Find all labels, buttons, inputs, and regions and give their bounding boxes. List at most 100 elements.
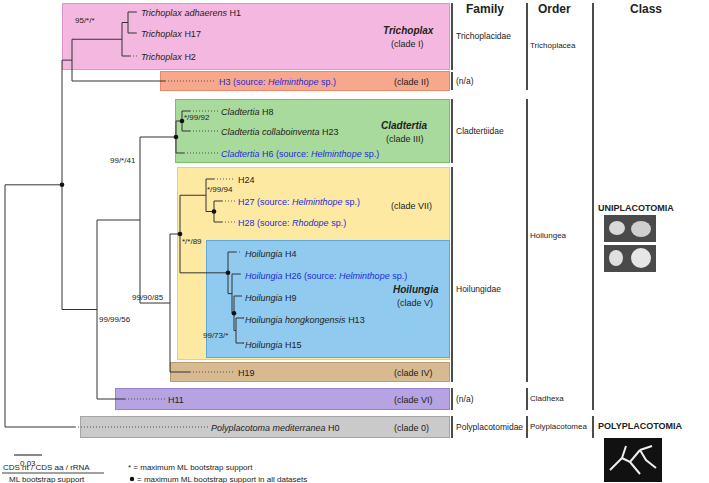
taxon-label: Hoilungia hongkongensis H13 (245, 315, 365, 325)
tree-branch (176, 121, 182, 122)
rank-bar (451, 99, 453, 163)
class-name: UNIPLACOTOMIA (598, 203, 674, 213)
rank-bar (526, 416, 528, 438)
taxon-label: H19 (238, 368, 255, 378)
tree-branch (140, 137, 176, 138)
tree-branch (214, 222, 222, 223)
legend-dot (130, 477, 134, 481)
bootstrap-value: 95/*/* (75, 16, 95, 25)
family-name: Hoilungidae (456, 284, 501, 294)
fraction-line (2, 473, 104, 474)
tree-branch (236, 343, 244, 344)
class-name: POLYPLACOTOMIA (598, 421, 682, 431)
order-name: Cladhexa (530, 394, 564, 404)
leaf-guide (136, 33, 138, 34)
key-text: ML bootstrap support (9, 475, 84, 483)
tree-branch (234, 296, 242, 297)
tree-branch (232, 274, 233, 313)
clade-label: (clade I) (391, 39, 424, 49)
taxon-label: H24 (238, 175, 255, 185)
clade-band: H19(clade IV) (170, 362, 450, 382)
bootstrap-value: */*/89 (182, 237, 202, 246)
leaf-guide (222, 222, 235, 223)
tree-branch (72, 39, 73, 81)
tree-branch (62, 309, 97, 310)
genus-label: Trichoplax (383, 25, 433, 36)
tree-branch (176, 121, 177, 153)
bootstrap-value: 99/99/56 (99, 315, 130, 324)
leaf-guide (222, 201, 235, 202)
clade-label: (clade V) (397, 298, 433, 308)
scale-bar (14, 455, 42, 456)
photo-animal (631, 221, 651, 237)
clade-band: Hoilungia H4Hoilungia H26 (source: Helmi… (206, 240, 450, 358)
tree-branch (97, 399, 125, 400)
support-dot (212, 209, 217, 214)
tree-branch (228, 252, 229, 294)
tree-branch (182, 111, 183, 131)
tree-branch (170, 372, 190, 373)
tree-branch (128, 12, 129, 33)
clade-band: H11 (clade VI) (115, 388, 450, 410)
support-dot (180, 119, 185, 124)
photo (604, 245, 656, 272)
tree-branch (232, 274, 240, 275)
rank-bar (592, 416, 594, 438)
family-name: Trichoplacidae (456, 31, 511, 41)
tree-branch (62, 60, 72, 61)
taxon-label: Hoilungia H4 (245, 249, 297, 259)
family-bars (452, 3, 593, 438)
tree-branch (228, 293, 232, 294)
leaf-guide (242, 343, 244, 344)
tree-branch (180, 195, 181, 273)
taxon-label: Cladtertia H8 (221, 107, 274, 117)
clade-label: (clade VII) (391, 201, 432, 211)
taxon-label: Cladtertia collaboinventa H23 (221, 127, 339, 137)
clade-band: Trichoplax adhaerens H1Trichoplax H17Tri… (62, 3, 450, 70)
taxon-label: Trichoplax H2 (141, 52, 196, 62)
leaf-guide (130, 56, 138, 57)
legend-text: * = maximum ML bootstrap support (128, 463, 252, 472)
taxon-label: Hoilungia H15 (245, 340, 302, 350)
taxon-label: H11 (168, 395, 184, 405)
clade-band: Polyplacotoma mediterranea H0(clade 0) (80, 416, 450, 438)
column-header: Family (466, 3, 504, 16)
tree-branch (214, 201, 222, 202)
tree-branch (236, 318, 244, 319)
tree-branch (5, 184, 62, 185)
taxon-label: Trichoplax H17 (141, 29, 201, 39)
tree-branch (140, 137, 141, 303)
rank-bar (526, 388, 528, 410)
clade-label: (clade 0) (394, 423, 429, 433)
taxon-label: H28 (source: Rhodope sp.) (238, 218, 346, 228)
tree-branch (236, 318, 237, 343)
photo-animal (631, 248, 651, 268)
photo (604, 215, 656, 242)
taxon-label: H27 (source: Helminthope sp.) (238, 197, 360, 207)
clade-label: (clade VI) (394, 395, 433, 405)
leaf-guide (125, 399, 165, 400)
tree-branch (232, 313, 234, 314)
placozoan-photos (604, 215, 662, 482)
rank-bar (451, 72, 453, 90)
order-name: Hoilungea (530, 231, 566, 241)
tree-branch (97, 220, 140, 221)
tree-branch (122, 56, 130, 57)
clade-label: (clade II) (394, 77, 429, 87)
taxon-label: Trichoplax adhaerens H1 (141, 8, 241, 18)
tree-branch (182, 111, 190, 112)
photo (604, 438, 662, 482)
bootstrap-value: */99/94 (207, 185, 232, 194)
tree-branch (140, 303, 170, 304)
tree-branch (122, 23, 123, 57)
tree-branch (228, 252, 236, 253)
tree-branch (234, 330, 236, 331)
clade-band: H3 (source: Helminthope sp.)(clade II) (160, 71, 450, 91)
tree-branch (182, 131, 190, 132)
tree-branch (176, 153, 184, 154)
leaf-guide (184, 153, 218, 154)
leaf-guide (165, 81, 216, 82)
tree-branch (234, 296, 235, 331)
